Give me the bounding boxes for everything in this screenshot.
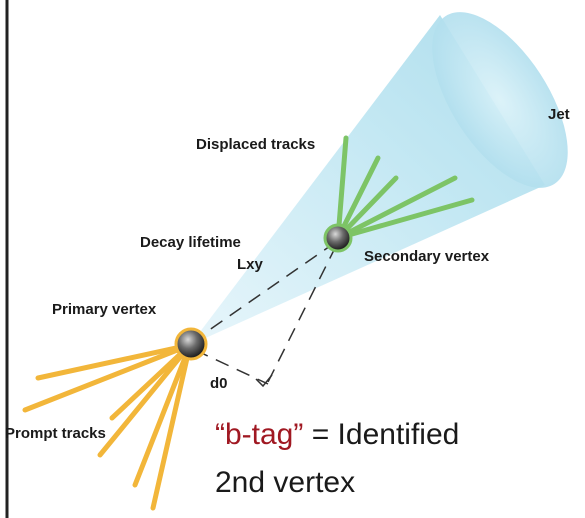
prompt-track (97, 342, 193, 458)
prompt-track (35, 342, 193, 381)
d0-line-from-primary (194, 349, 269, 385)
displaced-track (335, 175, 458, 241)
prompt-tracks-label: Prompt tracks (5, 425, 106, 442)
displaced-tracks-label: Displaced tracks (196, 136, 316, 153)
d0-label: d0 (210, 375, 228, 392)
primary-vertex-label: Primary vertex (52, 301, 157, 318)
btag-quote: “b-tag” (215, 418, 304, 451)
prompt-track (22, 342, 193, 413)
displaced-track (335, 155, 381, 241)
jet-cone-cap (432, 12, 568, 188)
d0-line-to-secondary (267, 245, 337, 383)
prompt-tracks (22, 342, 193, 511)
decay-lifetime-label: Decay lifetime (140, 234, 241, 251)
dashed-lines (191, 243, 337, 385)
prompt-track (132, 342, 193, 488)
caption-rest: = Identified (303, 418, 460, 451)
lxy-line (191, 243, 334, 343)
displaced-track (335, 197, 475, 241)
jet-label: Jet (548, 106, 570, 123)
secondary-vertex-marker (323, 223, 353, 253)
caption-line-2: 2nd vertex (215, 466, 356, 499)
secondary-vertex-label: Secondary vertex (364, 248, 490, 265)
caption-line-1: “b-tag” = Identified (215, 420, 459, 450)
displaced-track (335, 135, 349, 241)
primary-vertex-marker (174, 327, 208, 361)
prompt-track (150, 342, 193, 511)
lxy-label: Lxy (237, 256, 263, 273)
right-angle-marker (255, 374, 273, 388)
